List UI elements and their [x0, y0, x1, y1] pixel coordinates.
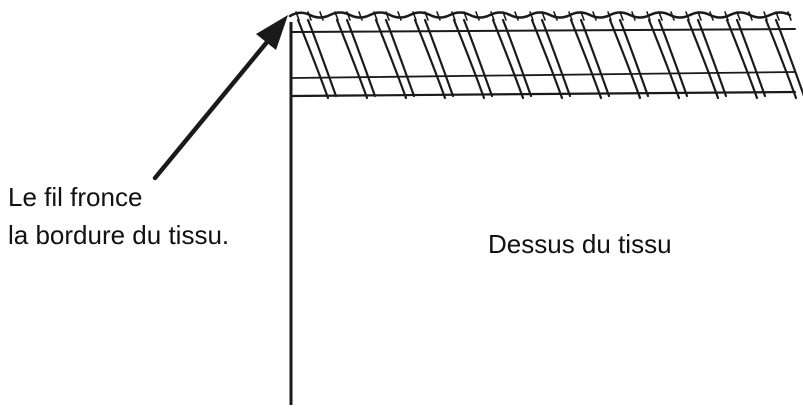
- stitch: [764, 18, 803, 100]
- edge-tick: [373, 11, 378, 21]
- overcast-stitch-band: [288, 11, 803, 100]
- edge-tick: [724, 11, 729, 21]
- callout-line-2: la bordure du tissu.: [8, 220, 230, 250]
- arrow-head: [256, 15, 288, 50]
- edge-tick: [670, 11, 675, 21]
- edge-tick: [763, 11, 768, 21]
- edge-tick: [580, 11, 585, 21]
- edge-tick: [463, 11, 468, 21]
- edge-tick: [748, 11, 753, 21]
- edge-tick: [358, 11, 363, 21]
- callout-label: Le fil fronce la bordure du tissu.: [8, 178, 229, 254]
- stitch: [530, 18, 572, 100]
- stitch: [335, 18, 377, 100]
- edge-tick: [787, 11, 792, 21]
- edge-tick: [685, 11, 690, 21]
- edge-tick: [775, 11, 780, 21]
- edge-tick: [307, 11, 312, 21]
- stitch: [296, 18, 338, 100]
- band-guide-bottom: [290, 90, 797, 98]
- edge-tick: [541, 11, 546, 21]
- edge-tick: [529, 11, 534, 21]
- edge-tick: [475, 11, 480, 21]
- stitch: [647, 18, 689, 100]
- edge-tick: [346, 11, 351, 21]
- edge-tick: [553, 11, 558, 21]
- stitch: [569, 18, 611, 100]
- edge-tick: [295, 11, 300, 21]
- edge-tick: [697, 11, 702, 21]
- stitch: [374, 18, 416, 100]
- edge-tick: [568, 11, 573, 21]
- gathered-edge-line: [288, 11, 792, 19]
- edge-tick: [607, 11, 612, 21]
- stitch: [413, 18, 455, 100]
- edge-tick: [709, 11, 714, 21]
- edge-tick: [451, 11, 456, 21]
- arrow-shaft: [152, 33, 275, 181]
- edge-tick: [436, 11, 441, 21]
- callout-line-1: Le fil fronce: [8, 182, 143, 212]
- pointer-arrow: [152, 15, 288, 181]
- stitch: [491, 18, 533, 100]
- edge-tick: [385, 11, 390, 21]
- stitch: [452, 18, 494, 100]
- edge-tick: [424, 11, 429, 21]
- stitch-group: [295, 11, 803, 100]
- edge-tick: [334, 11, 339, 21]
- band-guide-middle: [291, 71, 796, 79]
- edge-tick: [631, 11, 636, 21]
- stitch: [725, 18, 767, 100]
- edge-tick: [619, 11, 624, 21]
- stitch: [686, 18, 728, 100]
- edge-tick: [502, 11, 507, 21]
- edge-tick: [397, 11, 402, 21]
- fabric-top-label: Dessus du tissu: [488, 229, 672, 259]
- edge-tick: [658, 11, 663, 21]
- edge-tick: [736, 11, 741, 21]
- stitch: [608, 18, 650, 100]
- band-guide-top: [291, 28, 796, 33]
- edge-tick: [592, 11, 597, 21]
- edge-tick: [319, 11, 324, 21]
- edge-tick: [514, 11, 519, 21]
- edge-tick: [646, 11, 651, 21]
- edge-tick: [490, 11, 495, 21]
- edge-tick: [412, 11, 417, 21]
